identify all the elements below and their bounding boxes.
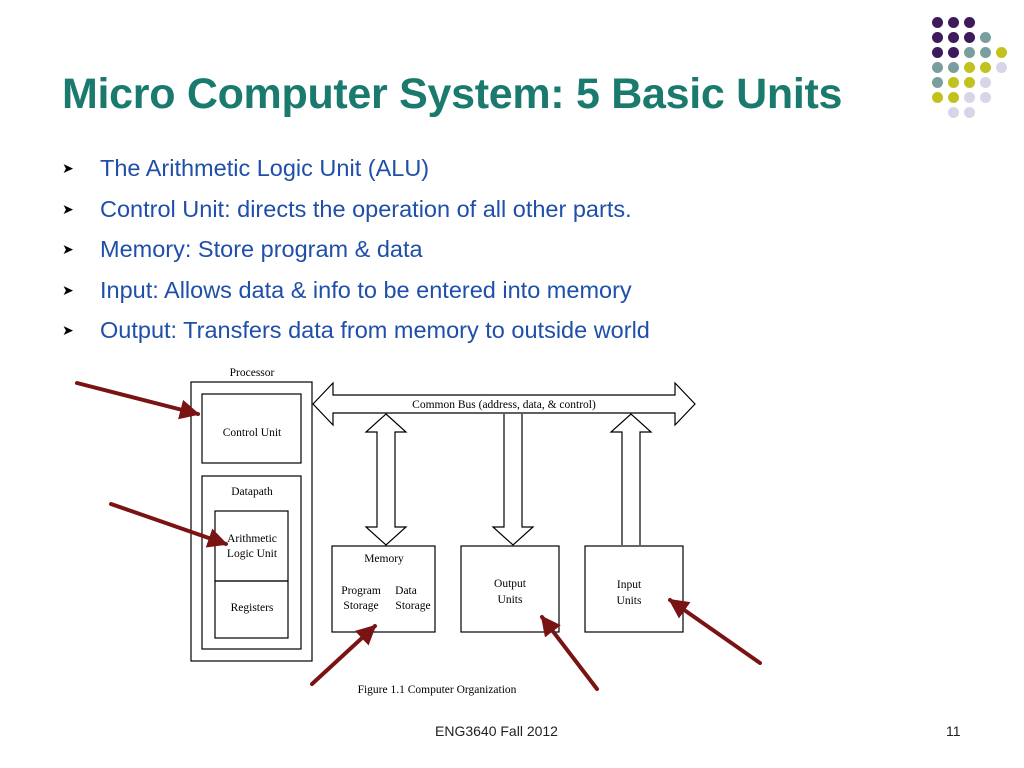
memory-bus-arrow	[364, 413, 408, 546]
decor-dot	[980, 92, 991, 103]
bullet-item: ➤ Input: Allows data & info to be entered…	[62, 272, 650, 313]
pointer-arrow-alu	[109, 502, 228, 548]
decor-dot	[964, 77, 975, 88]
bullet-arrow-icon: ➤	[62, 322, 74, 338]
bullet-text: Control Unit: directs the operation of a…	[100, 195, 632, 222]
decor-dot	[980, 32, 991, 43]
decor-dot	[932, 62, 943, 73]
bullet-arrow-icon: ➤	[62, 200, 74, 217]
decor-dot	[964, 32, 975, 43]
bullet-arrow-icon: ➤	[62, 241, 74, 257]
program-label: Program	[341, 585, 381, 597]
common-bus-arrow	[312, 381, 696, 427]
decor-dot	[980, 77, 991, 88]
decor-dot	[932, 32, 943, 43]
decor-dot	[948, 62, 959, 73]
pointer-arrow-control-unit	[75, 381, 200, 420]
input-units-box	[584, 545, 684, 633]
input-bus-arrow	[609, 413, 653, 545]
pointer-arrow-input	[668, 598, 762, 665]
input-label-line2: Units	[617, 595, 642, 607]
decor-dot	[948, 17, 959, 28]
alu-box	[214, 510, 289, 582]
alu-label-line2: Logic Unit	[227, 548, 278, 560]
bullet-arrow-icon: ➤	[62, 160, 74, 176]
registers-box	[214, 580, 289, 639]
output-units-box	[460, 545, 560, 633]
bullet-text: Output: Transfers data from memory to ou…	[100, 317, 650, 343]
bullet-list: ➤ The Arithmetic Logic Unit (ALU) ➤ Contro…	[62, 150, 650, 353]
decor-dot	[932, 77, 943, 88]
memory-box	[331, 545, 436, 633]
bullet-item: ➤ Memory: Store program & data	[62, 231, 650, 272]
decor-dot	[948, 77, 959, 88]
decor-dot	[964, 62, 975, 73]
decor-dot	[996, 62, 1007, 73]
bullet-item: ➤ Control Unit: directs the operation of …	[62, 191, 650, 232]
decor-dot	[964, 47, 975, 58]
decor-dot	[948, 107, 959, 118]
control-unit-box	[201, 393, 302, 464]
decor-dot	[932, 17, 943, 28]
decor-dot	[948, 32, 959, 43]
common-bus-label: Common Bus (address, data, & control)	[412, 399, 596, 411]
processor-box	[190, 381, 313, 662]
decor-dot	[932, 92, 943, 103]
control-unit-label: Control Unit	[223, 427, 282, 439]
decorative-dot-grid	[926, 14, 1024, 134]
decor-dot	[980, 62, 991, 73]
slide-title: Micro Computer System: 5 Basic Units	[62, 70, 843, 118]
decor-dot	[996, 47, 1007, 58]
data-storage-label: Storage	[395, 600, 430, 612]
decor-dot	[980, 47, 991, 58]
data-label: Data	[395, 585, 417, 597]
bullet-text: The Arithmetic Logic Unit (ALU)	[100, 155, 430, 181]
decor-dot	[964, 17, 975, 28]
slide-footer: ENG3640 Fall 2012	[435, 723, 558, 739]
decor-dot	[964, 92, 975, 103]
bullet-text: Input: Allows data & info to be entered …	[100, 276, 632, 303]
decor-dot	[948, 47, 959, 58]
bullet-item: ➤ Output: Transfers data from memory to o…	[62, 312, 650, 353]
bullet-arrow-icon: ➤	[62, 281, 74, 298]
input-label-line1: Input	[617, 579, 642, 591]
decor-dot	[932, 47, 943, 58]
decor-dot	[948, 92, 959, 103]
pointer-arrow-output	[540, 615, 599, 691]
processor-label: Processor	[230, 367, 275, 379]
alu-label-line1: Arithmetic	[227, 533, 277, 545]
output-label-line1: Output	[494, 578, 527, 590]
datapath-label: Datapath	[231, 486, 273, 498]
bullet-text: Memory: Store program & data	[100, 236, 423, 262]
bullet-item: ➤ The Arithmetic Logic Unit (ALU)	[62, 150, 650, 191]
datapath-box	[201, 475, 302, 650]
registers-label: Registers	[231, 602, 274, 614]
output-label-line2: Units	[498, 594, 523, 606]
figure-caption: Figure 1.1 Computer Organization	[358, 684, 517, 696]
output-bus-arrow	[491, 414, 535, 546]
memory-label: Memory	[364, 553, 404, 565]
program-storage-label: Storage	[343, 600, 378, 612]
decor-dot	[964, 107, 975, 118]
pointer-arrow-memory	[310, 624, 377, 686]
page-number: 11	[946, 723, 961, 739]
